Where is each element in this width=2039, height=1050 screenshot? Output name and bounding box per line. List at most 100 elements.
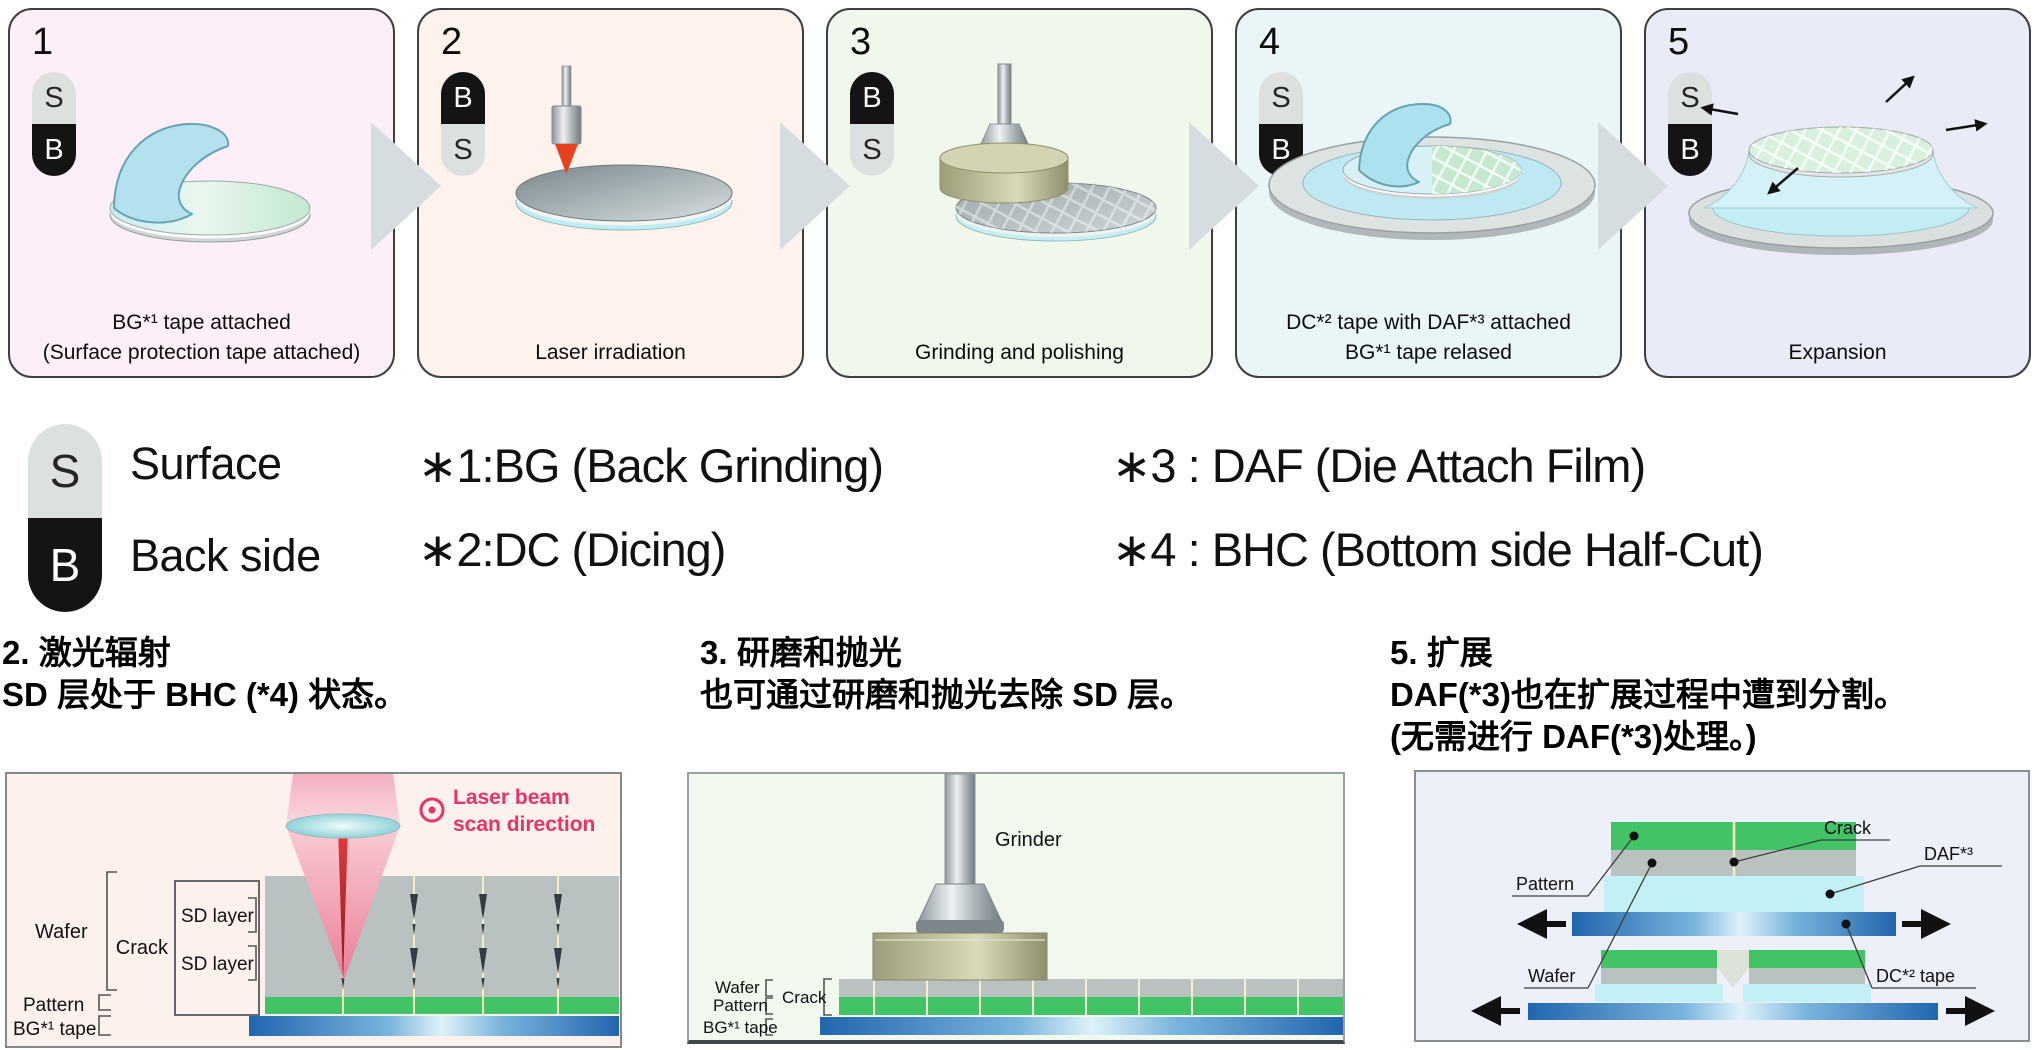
badge-top-letter: S [32, 72, 76, 124]
step-caption: Laser irradiation [425, 338, 796, 368]
grinder-shaft [997, 63, 1012, 125]
expansion-diagram: Crack DAF*³ Pattern Wafer DC*² tape [1414, 770, 2030, 1042]
surface-backside-badge: B S [441, 72, 485, 176]
step-panel-2: 2 B S Laser irradiation [417, 8, 804, 378]
footnotes-column-2: ∗3 : DAF (Die Attach Film) ∗4 : BHC (Bot… [1112, 424, 1764, 592]
pattern-label: Pattern [713, 996, 768, 1015]
daf-layer-right [1743, 984, 1871, 1002]
laser-irradiation-diagram: Laser beam scan direction SD layer SD la… [5, 772, 622, 1048]
wafer-label: Wafer [1528, 966, 1575, 986]
badge-bottom-letter: B [32, 124, 76, 176]
section-header-expansion: 5. 扩展 DAF(*3)也在扩展过程中遭到分割。 (无需进行 DAF(*3)处… [1390, 632, 1907, 758]
sd-label-box [174, 880, 260, 1016]
daf-layer [1604, 876, 1864, 912]
peeled-tape-flap [113, 122, 230, 224]
caption-line-1: DC*² tape with DAF*³ attached [1286, 311, 1571, 334]
separated-dies-grid [1749, 127, 1933, 173]
bg-tape-layer [249, 1016, 619, 1036]
legend-surface-backside-badge: S B [28, 424, 102, 612]
section-subtitle: 也可通过研磨和抛光去除 SD 层。 [700, 676, 1194, 713]
laser-head-icon [551, 105, 582, 145]
step-number: 5 [1668, 21, 1690, 63]
legend-backside-letter: B [28, 518, 102, 612]
step-caption: Expansion [1652, 338, 2023, 368]
diced-wafer-grid [1432, 146, 1521, 194]
scan-direction-label-2: scan direction [453, 813, 595, 836]
flow-arrow-icon [371, 122, 441, 250]
scan-direction-dot [428, 806, 436, 814]
crack-label: Crack [116, 937, 169, 959]
expansion-arrows [1700, 75, 1988, 195]
step-number: 4 [1259, 21, 1281, 63]
footnotes-column-1: ∗1:BG (Back Grinding) ∗2:DC (Dicing) [418, 424, 884, 592]
badge-top-letter: B [441, 72, 485, 124]
caption-line-1: Expansion [1788, 341, 1887, 364]
flow-arrow-icon [1189, 122, 1259, 250]
footnote-4: ∗4 : BHC (Bottom side Half-Cut) [1112, 523, 1764, 576]
section-title: 3. 研磨和抛光 [700, 634, 902, 671]
caption-line-2: BG*¹ tape relased [1345, 341, 1512, 364]
step-panel-4: 4 S B DC*² tape with DAF*³ attached BG*¹… [1235, 8, 1622, 378]
pattern-layer-left [1601, 950, 1717, 968]
scan-direction-label-1: Laser beam [453, 786, 570, 809]
legend-surface-label: Surface [130, 438, 282, 489]
peeled-bg-tape-flap [1358, 103, 1452, 188]
daf-label: DAF*³ [1924, 844, 1973, 864]
badge-bottom-letter: S [850, 124, 894, 176]
section-header-grinding: 3. 研磨和抛光 也可通过研磨和抛光去除 SD 层。 [700, 632, 1193, 716]
laser-beam-tip [555, 144, 578, 174]
wafer-with-bg-tape-illustration [10, 62, 397, 297]
wafer-label: Wafer [35, 921, 88, 943]
grinder-hub [917, 883, 1003, 923]
grinding-wheel [872, 932, 1048, 981]
caption-line-2: (Surface protection tape attached) [42, 341, 361, 364]
legend-backside-label: Back side [130, 530, 321, 581]
grinder-label: Grinder [995, 829, 1062, 851]
step-caption: Grinding and polishing [834, 338, 1205, 368]
caption-line-1: Grinding and polishing [915, 341, 1124, 364]
step-caption: DC*² tape with DAF*³ attached BG*¹ tape … [1243, 308, 1614, 368]
badge-top-letter: B [850, 72, 894, 124]
grinder-rim [916, 920, 1004, 933]
dc-tape-label: DC*² tape [1876, 966, 1955, 986]
surface-backside-badge: S B [1259, 72, 1303, 176]
label-dots [1629, 831, 1851, 929]
wafer-layer-left [1601, 968, 1717, 984]
wafer-label: Wafer [715, 978, 760, 997]
dc-tape-layer-expanded [1528, 1003, 1938, 1020]
section-title: 5. 扩展 [1390, 634, 1493, 671]
pattern-layer-right [1749, 950, 1865, 968]
wafer-layer-right [1749, 968, 1865, 984]
crack-label: Crack [1824, 818, 1872, 838]
grinder-shaft [944, 774, 976, 885]
wafer-bracket [106, 871, 117, 991]
footnote-2: ∗2:DC (Dicing) [418, 523, 726, 576]
laser-lens [285, 813, 401, 839]
step-number: 1 [32, 21, 54, 63]
grinding-wheel-illustration [828, 62, 1215, 297]
grinding-diagram: Grinder Wafer Pattern Crack BG*¹ tape [687, 772, 1345, 1044]
badge-bottom-letter: B [1668, 124, 1712, 176]
step-number: 3 [850, 21, 872, 63]
step-panel-1: 1 S B BG*¹ tape attached (Surface protec… [8, 8, 395, 378]
pattern-label: Pattern [23, 995, 84, 1016]
sd-layer-label-1: SD layer [181, 906, 255, 927]
laser-shaft [561, 65, 572, 107]
pattern-layer [839, 997, 1343, 1015]
pattern-layer [265, 997, 619, 1014]
scan-direction-icon [419, 797, 445, 823]
surface-backside-badge: S B [32, 72, 76, 176]
section-subtitle-2: (无需进行 DAF(*3)处理。) [1390, 718, 1757, 755]
bg-tape-label: BG*¹ tape [13, 1019, 96, 1040]
ring-frame-wafer-illustration [1237, 62, 1624, 297]
flow-arrow-icon [780, 122, 850, 250]
footnote-1: ∗1:BG (Back Grinding) [418, 439, 884, 492]
crack-label: Crack [782, 988, 827, 1007]
tape-expansion-illustration [1646, 62, 2033, 297]
section-title: 2. 激光辐射 [2, 634, 171, 671]
step-caption: BG*¹ tape attached (Surface protection t… [16, 308, 387, 368]
footnote-3: ∗3 : DAF (Die Attach Film) [1112, 439, 1646, 492]
sd-layer-label-2: SD layer [181, 954, 255, 975]
bg-tape-label: BG*¹ tape [703, 1018, 778, 1037]
sd-layer-brackets [248, 897, 257, 981]
